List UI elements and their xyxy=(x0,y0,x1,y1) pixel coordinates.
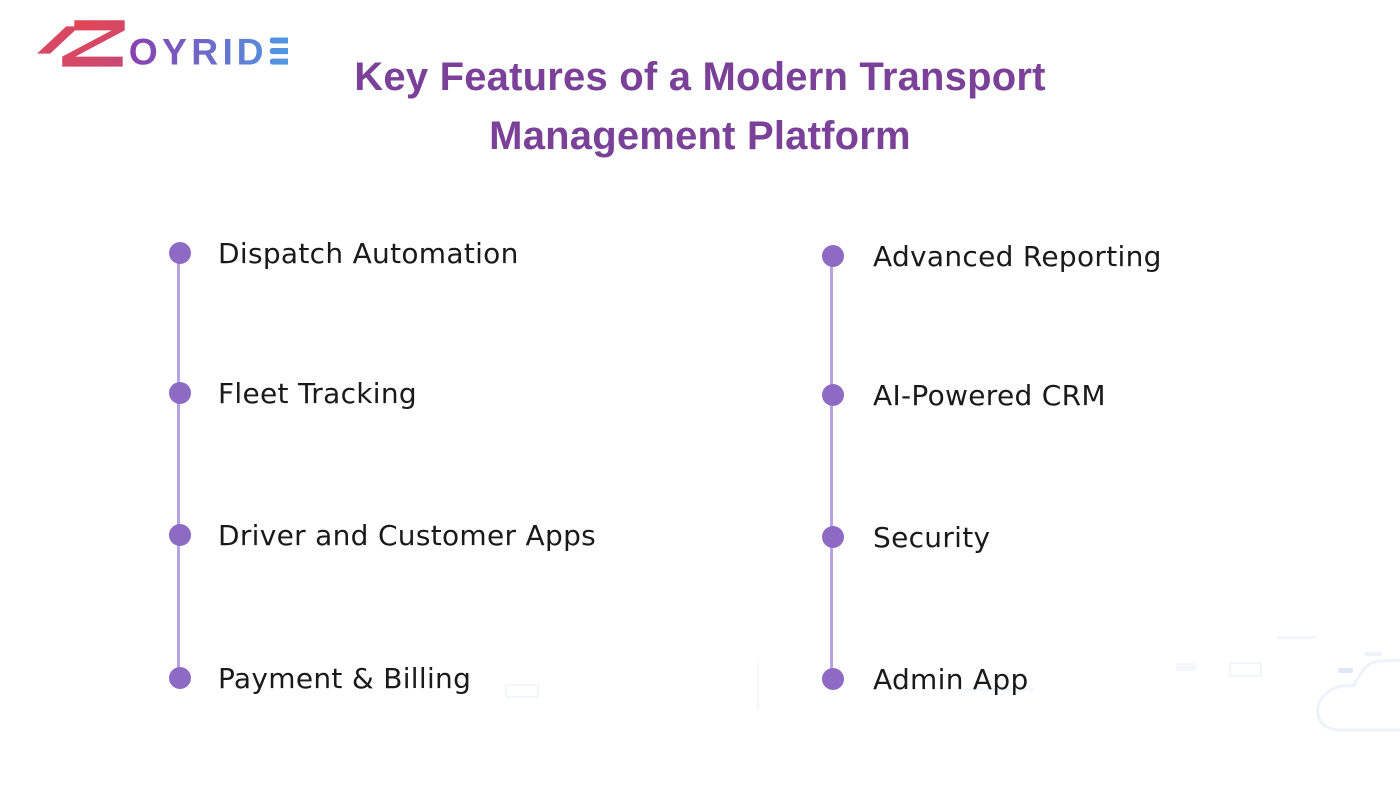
bullet-dot xyxy=(169,667,191,689)
bullet-dot xyxy=(169,382,191,404)
feature-item: Driver and Customer Apps xyxy=(169,513,596,557)
feature-item: Advanced Reporting xyxy=(822,234,1162,278)
logo-wordmark: OYRID xyxy=(129,31,264,71)
feature-label: Dispatch Automation xyxy=(218,236,519,270)
logo-letter-e xyxy=(269,37,288,65)
watermark-shape xyxy=(1277,636,1317,639)
timeline-line xyxy=(830,256,833,679)
zoyride-logo: OYRID xyxy=(37,20,288,71)
watermark-shape xyxy=(1176,663,1196,671)
feature-label: Advanced Reporting xyxy=(873,239,1162,273)
timeline-line xyxy=(177,253,180,678)
page-title: Key Features of a Modern Transport Manag… xyxy=(0,48,1400,166)
bullet-dot xyxy=(822,384,844,406)
feature-label: AI-Powered CRM xyxy=(873,378,1106,412)
feature-item: Admin App xyxy=(822,657,1029,701)
watermark-shape xyxy=(505,684,539,698)
watermark-vehicle-icon xyxy=(1316,652,1400,732)
feature-item: Fleet Tracking xyxy=(169,371,417,415)
feature-item: Security xyxy=(822,515,990,559)
page-title-line1: Key Features of a Modern Transport xyxy=(354,55,1046,99)
feature-item: AI-Powered CRM xyxy=(822,373,1106,417)
feature-label: Driver and Customer Apps xyxy=(218,518,597,552)
watermark-shape xyxy=(757,662,759,710)
bullet-dot xyxy=(822,526,844,548)
watermark-shape xyxy=(963,688,1035,691)
feature-label: Fleet Tracking xyxy=(218,376,417,410)
feature-label: Security xyxy=(873,520,991,554)
feature-item: Payment & Billing xyxy=(169,656,471,700)
logo-z-mark-icon xyxy=(37,20,125,67)
feature-label: Payment & Billing xyxy=(218,661,472,695)
bullet-dot xyxy=(169,524,191,546)
watermark-shape xyxy=(1229,662,1262,677)
page-title-line2: Management Platform xyxy=(489,114,911,158)
bullet-dot xyxy=(822,245,844,267)
feature-item: Dispatch Automation xyxy=(169,231,519,275)
bullet-dot xyxy=(169,242,191,264)
bullet-dot xyxy=(822,668,844,690)
